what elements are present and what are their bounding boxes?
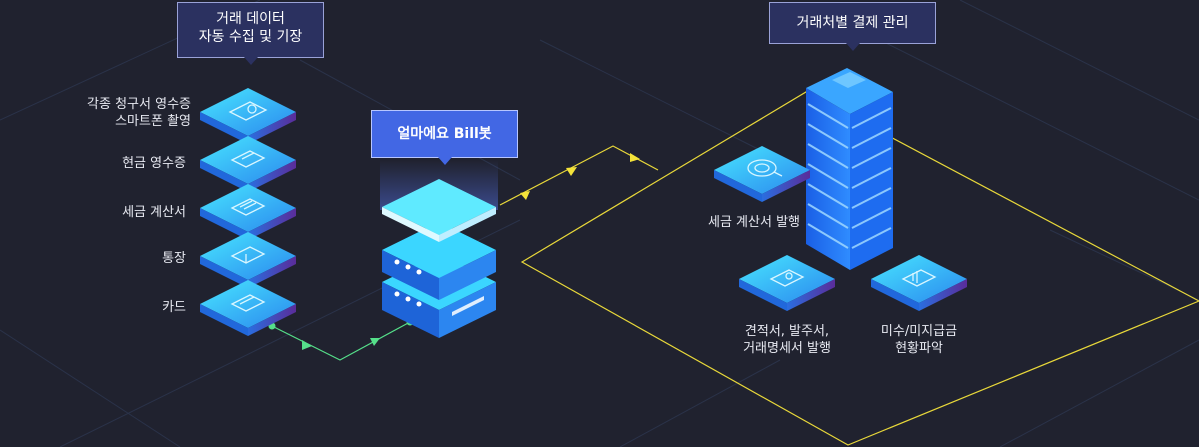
callout-payment-management-text: 거래처별 결제 관리 bbox=[796, 15, 909, 31]
flow-arrow-1 bbox=[520, 191, 530, 200]
label-quote-issue: 견적서, 발주서, 거래명세서 발행 bbox=[743, 324, 831, 356]
tower-stripes bbox=[807, 103, 892, 249]
tile-card[interactable] bbox=[200, 280, 296, 336]
magnifier-icon bbox=[747, 159, 783, 177]
flow-arrow-2 bbox=[566, 167, 577, 176]
label-card: 카드 bbox=[162, 300, 186, 315]
receipt-icon bbox=[228, 101, 268, 121]
callout-data-collection-line2: 자동 수집 및 기장 bbox=[198, 29, 303, 45]
flow-line-to-server bbox=[271, 321, 411, 361]
document-icon bbox=[769, 269, 805, 287]
tile-cash-receipt[interactable] bbox=[200, 136, 296, 192]
label-unpaid-status: 미수/미지급금 현황파악 bbox=[880, 324, 958, 356]
tile-unpaid-status[interactable] bbox=[871, 255, 967, 311]
server-indicator-dots bbox=[394, 259, 422, 307]
callout-payment-management: 거래처별 결제 관리 bbox=[769, 2, 936, 51]
server-slot bbox=[452, 296, 484, 316]
flow-arrow-green-1 bbox=[302, 340, 312, 350]
label-cash-receipt: 현금 영수증 bbox=[122, 156, 186, 171]
tile-receipt-photo[interactable] bbox=[200, 88, 296, 144]
label-tax-invoice: 세금 계산서 bbox=[122, 205, 186, 220]
tax-invoice-icon bbox=[230, 198, 266, 216]
cash-receipt-icon bbox=[230, 150, 266, 168]
tile-tax-invoice-issue[interactable] bbox=[714, 146, 810, 202]
flow-arrow-green-2 bbox=[370, 338, 380, 346]
callout-billbot: 얼마에요 Bill봇 bbox=[371, 110, 518, 165]
callout-data-collection-line1: 거래 데이터 bbox=[216, 11, 285, 27]
label-receipt-photo: 각종 청구서 영수증 스마트폰 촬영 bbox=[87, 97, 191, 129]
tile-tax-invoice[interactable] bbox=[200, 184, 296, 240]
tile-bankbook[interactable] bbox=[200, 232, 296, 288]
ledger-icon bbox=[901, 269, 937, 287]
label-tax-invoice-issue: 세금 계산서 발행 bbox=[708, 215, 800, 230]
flow-line-to-management bbox=[499, 145, 659, 206]
tile-quote-issue[interactable] bbox=[739, 255, 835, 311]
bankbook-icon bbox=[230, 246, 266, 264]
callout-data-collection: 거래 데이터 자동 수집 및 기장 bbox=[177, 2, 324, 65]
management-tower[interactable] bbox=[806, 68, 893, 270]
card-icon bbox=[230, 294, 266, 312]
flow-arrow-3 bbox=[630, 153, 640, 162]
billbot-server[interactable] bbox=[380, 160, 498, 338]
management-area-outline bbox=[520, 91, 1199, 446]
input-tiles bbox=[200, 88, 296, 336]
label-bankbook: 통장 bbox=[162, 251, 186, 266]
callout-billbot-text: 얼마에요 Bill봇 bbox=[397, 126, 492, 142]
